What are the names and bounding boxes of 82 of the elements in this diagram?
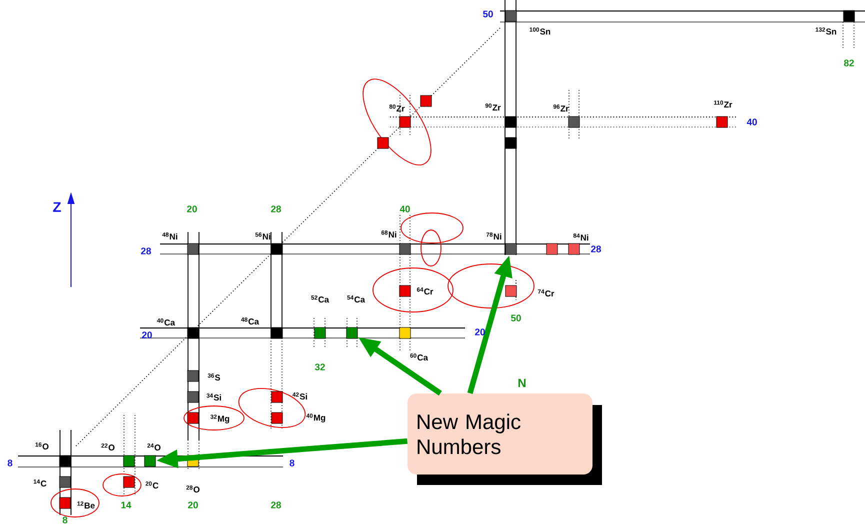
- magic-number: 20: [187, 206, 197, 212]
- magic-number: 8: [8, 460, 12, 466]
- isotope-label: $^{100}$Sn: [530, 27, 550, 35]
- isotope-label: $^{64}$Cr: [416, 287, 434, 295]
- magic-number: 28: [271, 502, 281, 508]
- isotope-label: $^{36}$S: [208, 373, 220, 381]
- magic-number: 20: [142, 332, 152, 338]
- magic-number: 82: [844, 60, 854, 66]
- magic-number: 28: [141, 248, 151, 254]
- isotope-label: $^{20}$C: [146, 481, 158, 489]
- nucleus-square: [187, 412, 199, 424]
- nucleus-square: [271, 243, 283, 255]
- magic-number: 40: [400, 206, 410, 212]
- nucleus-square: [123, 455, 135, 467]
- nucleus-square: [399, 116, 411, 128]
- magic-number: 28: [591, 246, 601, 252]
- isotope-label: $^{24}$O: [147, 443, 161, 451]
- axis-label: Z: [53, 202, 61, 212]
- nucleus-square: [187, 243, 199, 255]
- isotope-label: $^{84}$Ni: [573, 234, 588, 240]
- isotope-label: $^{60}$Ca: [410, 353, 428, 361]
- magic-number: 50: [483, 10, 493, 18]
- nucleus-square: [271, 391, 283, 403]
- nucleus-square: [271, 412, 283, 424]
- isotope-label: $^{74}$Cr: [538, 290, 554, 296]
- nucleus-square: [546, 243, 558, 255]
- nucleus-square: [59, 476, 71, 488]
- magic-number: 8: [290, 460, 294, 466]
- isotope-label: $^{28}$O: [186, 485, 200, 493]
- isotope-label: $^{34}$Si: [206, 393, 221, 401]
- magic-number: 50: [511, 314, 521, 322]
- magic-number: 40: [746, 118, 757, 126]
- isotope-label: $^{14}$C: [34, 480, 46, 486]
- isotope-label: $^{48}$Ca: [241, 317, 260, 325]
- isotope-label: $^{132}$Sn: [816, 27, 836, 35]
- isotope-label: $^{56}$Ni: [255, 232, 270, 240]
- isotope-label: $^{40}$Ca: [157, 318, 176, 326]
- isotope-label: $^{40}$Mg: [306, 414, 326, 422]
- isotope-label: $^{110}$Zr: [714, 100, 732, 108]
- isotope-label: $^{32}$Mg: [210, 414, 230, 424]
- nucleus-square: [505, 10, 517, 22]
- nucleus-square: [399, 285, 411, 297]
- nucleus-square: [59, 497, 71, 509]
- magic-number: 20: [188, 502, 198, 508]
- magic-number: 14: [121, 502, 132, 508]
- magic-number: 28: [271, 206, 281, 212]
- nucleus-square: [420, 95, 432, 107]
- nucleus-square: [346, 327, 358, 339]
- nucleus-square: [843, 10, 855, 22]
- isotope-label: $^{90}$Zr: [485, 104, 501, 110]
- nucleus-square: [399, 327, 411, 339]
- nucleus-square: [505, 285, 517, 297]
- isotope-label: $^{12}$Be: [77, 501, 95, 509]
- magic-number: 32: [314, 364, 325, 370]
- callout-box: New Magic Numbers: [408, 394, 602, 485]
- nucleus-square: [505, 116, 517, 128]
- nucleus-square: [144, 455, 156, 467]
- magic-number: 20: [475, 328, 485, 336]
- isotope-label: $^{54}$Ca: [347, 296, 366, 302]
- nucleus-square: [123, 476, 135, 488]
- nucleus-square: [505, 137, 517, 149]
- isotope-label: $^{68}$Ni: [381, 230, 396, 238]
- nucleus-square: [187, 327, 199, 339]
- isotope-label: $^{96}$Zr: [553, 104, 569, 112]
- nucleus-square: [314, 327, 326, 339]
- isotope-label: $^{22}$O: [101, 443, 115, 451]
- nucleus-square: [59, 455, 71, 467]
- nucleus-square: [399, 243, 411, 255]
- isotope-label: $^{48}$Ni: [162, 232, 178, 240]
- nucleus-square: [568, 116, 580, 128]
- isotope-label: $^{42}$Si: [292, 392, 307, 400]
- nucleus-square: [377, 137, 389, 149]
- isotope-label: $^{78}$Ni: [486, 232, 502, 240]
- nucleus-square: [187, 370, 199, 382]
- isotope-label: $^{52}$Ca: [311, 295, 330, 303]
- nucleus-square: [271, 327, 283, 339]
- isotope-label: $^{80}$Zr: [389, 104, 405, 112]
- nucleus-square: [568, 243, 580, 255]
- isotope-label: $^{16}$O: [36, 442, 48, 450]
- nucleus-square: [187, 391, 199, 403]
- nucleus-square: [716, 116, 728, 128]
- nucleus-square: [505, 243, 517, 255]
